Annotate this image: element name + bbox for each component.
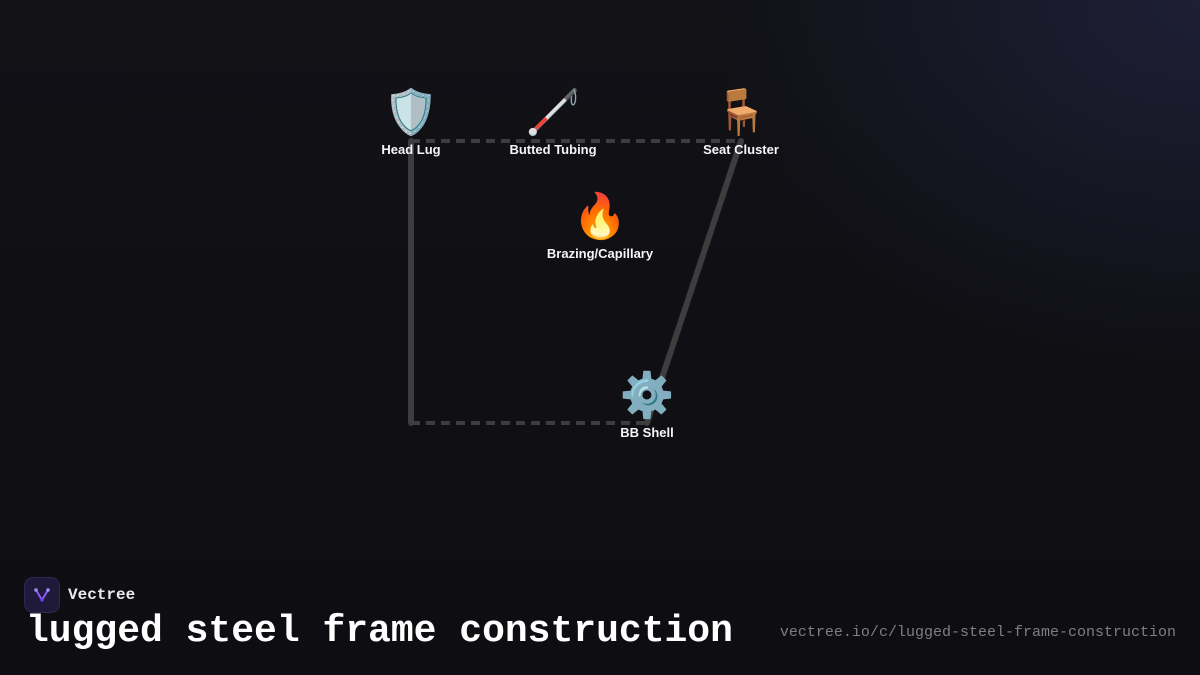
page-title: lugged steel frame construction	[26, 610, 733, 653]
gear-icon: ⚙️	[619, 370, 675, 421]
brand-name: Vectree	[68, 586, 136, 604]
node-seat-cluster[interactable]: 🪑 Seat Cluster	[661, 87, 821, 158]
node-bb-shell[interactable]: ⚙️ BB Shell	[567, 370, 727, 441]
vectree-logo-icon	[24, 577, 60, 613]
node-label: Seat Cluster	[703, 142, 779, 157]
cane-icon: 🦯	[525, 87, 581, 138]
shield-icon: 🛡️	[383, 87, 439, 138]
node-label: Head Lug	[381, 142, 441, 157]
node-butted-tubing[interactable]: 🦯 Butted Tubing	[473, 87, 633, 158]
page-url[interactable]: vectree.io/c/lugged-steel-frame-construc…	[779, 624, 1176, 641]
node-brazing-capillary[interactable]: 🔥 Brazing/Capillary	[520, 191, 680, 262]
node-label: BB Shell	[620, 425, 674, 440]
edge-seat-cluster-bb-shell	[644, 138, 744, 426]
node-label: Butted Tubing	[509, 142, 597, 157]
brand[interactable]: Vectree	[24, 577, 135, 613]
fire-icon: 🔥	[572, 191, 628, 242]
node-label: Brazing/Capillary	[546, 246, 654, 261]
chair-icon: 🪑	[713, 87, 769, 138]
node-head-lug[interactable]: 🛡️ Head Lug	[331, 87, 491, 158]
